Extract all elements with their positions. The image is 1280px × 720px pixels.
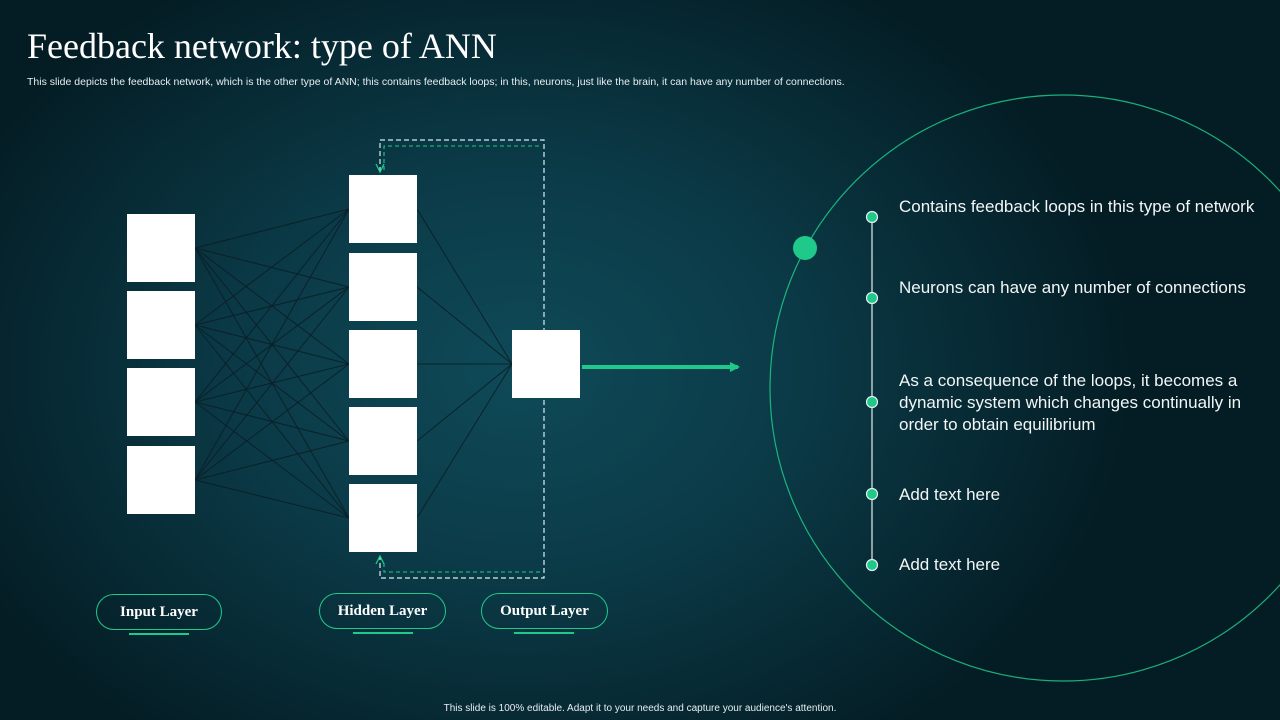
timeline-dots <box>865 210 879 572</box>
hidden-layer-nodes <box>349 175 417 552</box>
timeline-dot-3 <box>865 395 879 409</box>
point-4-text: Add text here <box>899 485 1001 504</box>
connection-line <box>416 363 513 519</box>
connection-line <box>194 208 350 403</box>
connection-lines <box>194 208 513 519</box>
hidden-node-4 <box>349 407 417 475</box>
connection-line <box>194 208 350 326</box>
hidden-layer-underline <box>353 632 413 634</box>
circle-accent-dot <box>793 236 817 260</box>
connection-line <box>194 363 350 481</box>
output-node-1 <box>512 330 580 398</box>
connection-line <box>416 363 513 442</box>
input-node-4 <box>127 446 195 514</box>
point-1-text: Contains feedback loops in this type of … <box>899 197 1255 216</box>
output-layer-label: Output Layer <box>481 593 608 629</box>
connection-line <box>194 208 350 481</box>
hidden-node-1 <box>349 175 417 243</box>
feedback-loop <box>379 139 545 579</box>
feedback-arrow-down-icon <box>375 163 385 174</box>
connection-line <box>416 208 513 365</box>
timeline-dot-1 <box>865 210 879 224</box>
input-layer-label: Input Layer <box>96 594 222 630</box>
connection-line <box>194 440 350 481</box>
output-layer-text: Output Layer <box>500 602 589 619</box>
input-layer-nodes <box>127 214 195 514</box>
timeline-dot-5 <box>865 558 879 572</box>
input-layer-text: Input Layer <box>120 603 198 620</box>
slide-title: Feedback network: type of ANN <box>27 26 497 66</box>
slide-footer: This slide is 100% editable. Adapt it to… <box>443 703 837 714</box>
input-node-3 <box>127 368 195 436</box>
feedback-arrow-up-icon <box>375 554 385 565</box>
connection-line <box>194 479 350 519</box>
point-2-text: Neurons can have any number of connectio… <box>899 278 1246 297</box>
connection-line <box>194 208 350 249</box>
decorative-circle <box>769 94 1280 682</box>
point-5-text: Add text here <box>899 555 1001 574</box>
timeline-dot-4 <box>865 487 879 501</box>
point-3-text: As a consequence of the loops, it become… <box>899 371 1242 434</box>
hidden-node-3 <box>349 330 417 398</box>
output-layer-nodes <box>512 330 580 398</box>
input-node-1 <box>127 214 195 282</box>
hidden-layer-text: Hidden Layer <box>337 602 428 619</box>
output-layer-underline <box>514 632 574 634</box>
connection-line <box>194 286 350 481</box>
hidden-node-2 <box>349 253 417 321</box>
hidden-node-5 <box>349 484 417 552</box>
input-node-2 <box>127 291 195 359</box>
connection-line <box>416 286 513 365</box>
slide-subtitle: This slide depicts the feedback network,… <box>27 76 845 88</box>
hidden-layer-label: Hidden Layer <box>319 593 446 629</box>
timeline-dot-2 <box>865 291 879 305</box>
input-layer-underline <box>129 633 189 635</box>
